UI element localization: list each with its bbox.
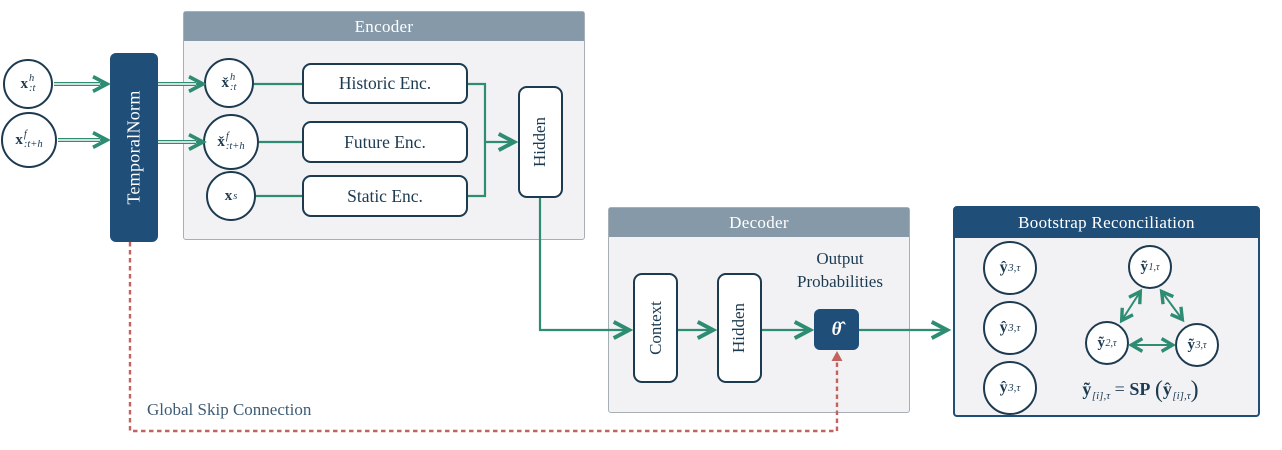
reconciliation-equation: ỹ[i],τ = SP (ŷ[i],τ) (1048, 377, 1233, 404)
node-3-base: ỹ (1187, 336, 1195, 353)
eq-rel: = (1114, 379, 1125, 399)
output-label-line1: Output (816, 249, 864, 268)
output-label-line2: Probabilities (797, 271, 883, 291)
input-future-scripts: f:t+h (23, 129, 43, 150)
input-historic-sup: h (29, 73, 35, 85)
decoder-panel-header: Decoder (609, 208, 909, 237)
encoder-static-sup: s (233, 190, 238, 202)
eq-lhs-sub: [i],τ (1091, 390, 1111, 402)
sample-1-base: ŷ (999, 259, 1008, 276)
static-encoder-block: Static Enc. (302, 175, 468, 217)
decoder-context-block: Context (633, 273, 678, 383)
static-encoder-label: Static Enc. (347, 185, 423, 206)
sample-2-sub: 3,τ (1008, 322, 1021, 334)
temporalnorm-block: TemporalNorm (110, 53, 158, 242)
sample-3-base: ŷ (999, 379, 1008, 396)
encoder-future-sup: f (225, 131, 229, 143)
encoder-hidden-block: Hidden (518, 86, 563, 198)
encoder-historic-label: x̌ (221, 74, 230, 91)
eq-open-paren: ( (1154, 377, 1163, 403)
sample-3-sub: 3,τ (1008, 382, 1021, 394)
encoder-historic-sub: :t (230, 82, 237, 93)
encoder-future-sub: :t+h (225, 141, 245, 152)
input-future-label: x (15, 131, 23, 148)
encoder-future-scripts: f:t+h (225, 131, 245, 152)
eq-close-paren: ) (1190, 377, 1199, 403)
temporalnorm-label: TemporalNorm (123, 90, 144, 205)
encoder-historic-scripts: h:t (230, 72, 237, 93)
input-future-sup: f (23, 129, 27, 141)
node-1-base: ỹ (1140, 258, 1148, 275)
historic-encoder-block: Historic Enc. (302, 63, 468, 104)
sample-2-base: ŷ (999, 319, 1008, 336)
bootstrap-panel-header: Bootstrap Reconciliation (955, 208, 1258, 238)
historic-encoder-label: Historic Enc. (338, 73, 432, 93)
theta-block: θ̂ (814, 309, 859, 350)
encoder-historic-sup: h (230, 72, 236, 84)
encoder-hidden-label: Hidden (530, 116, 550, 168)
encoder-title: Encoder (354, 16, 414, 36)
node-2-base: ỹ (1097, 334, 1105, 351)
future-encoder-label: Future Enc. (344, 131, 426, 152)
encoder-circle-historic: x̌h:t (204, 58, 254, 108)
theta-label: θ̂ (831, 318, 842, 340)
output-probabilities-label: Output Probabilities (765, 248, 915, 294)
decoder-context-label: Context (645, 301, 665, 355)
node-1-sub: 1,τ (1148, 261, 1160, 273)
global-skip-connection-label: Global Skip Connection (147, 400, 312, 419)
input-future-sub: :t+h (23, 139, 43, 150)
decoder-hidden-label: Hidden (729, 302, 749, 354)
encoder-static-label: x (224, 187, 233, 204)
eq-rhs-base: ŷ (1162, 379, 1172, 399)
sample-1-sub: 3,τ (1008, 262, 1021, 274)
input-historic-sub: :t (29, 83, 36, 94)
eq-lhs-base: ỹ (1082, 379, 1092, 399)
future-encoder-block: Future Enc. (302, 121, 468, 163)
decoder-hidden-block: Hidden (717, 273, 762, 383)
bootstrap-title: Bootstrap Reconciliation (1018, 213, 1195, 232)
decoder-title: Decoder (729, 212, 789, 232)
input-historic-scripts: h:t (29, 73, 36, 94)
eq-rhs-sub: [i],τ (1172, 390, 1191, 402)
node-3-sub: 3,τ (1195, 339, 1207, 351)
input-historic-label: x (20, 75, 29, 92)
encoder-panel-header: Encoder (184, 12, 584, 41)
node-2-sub: 2,τ (1105, 337, 1117, 349)
encoder-future-label: x̌ (217, 133, 225, 150)
encoder-circle-future: x̌f:t+h (203, 114, 259, 170)
eq-op: SP (1129, 379, 1151, 399)
